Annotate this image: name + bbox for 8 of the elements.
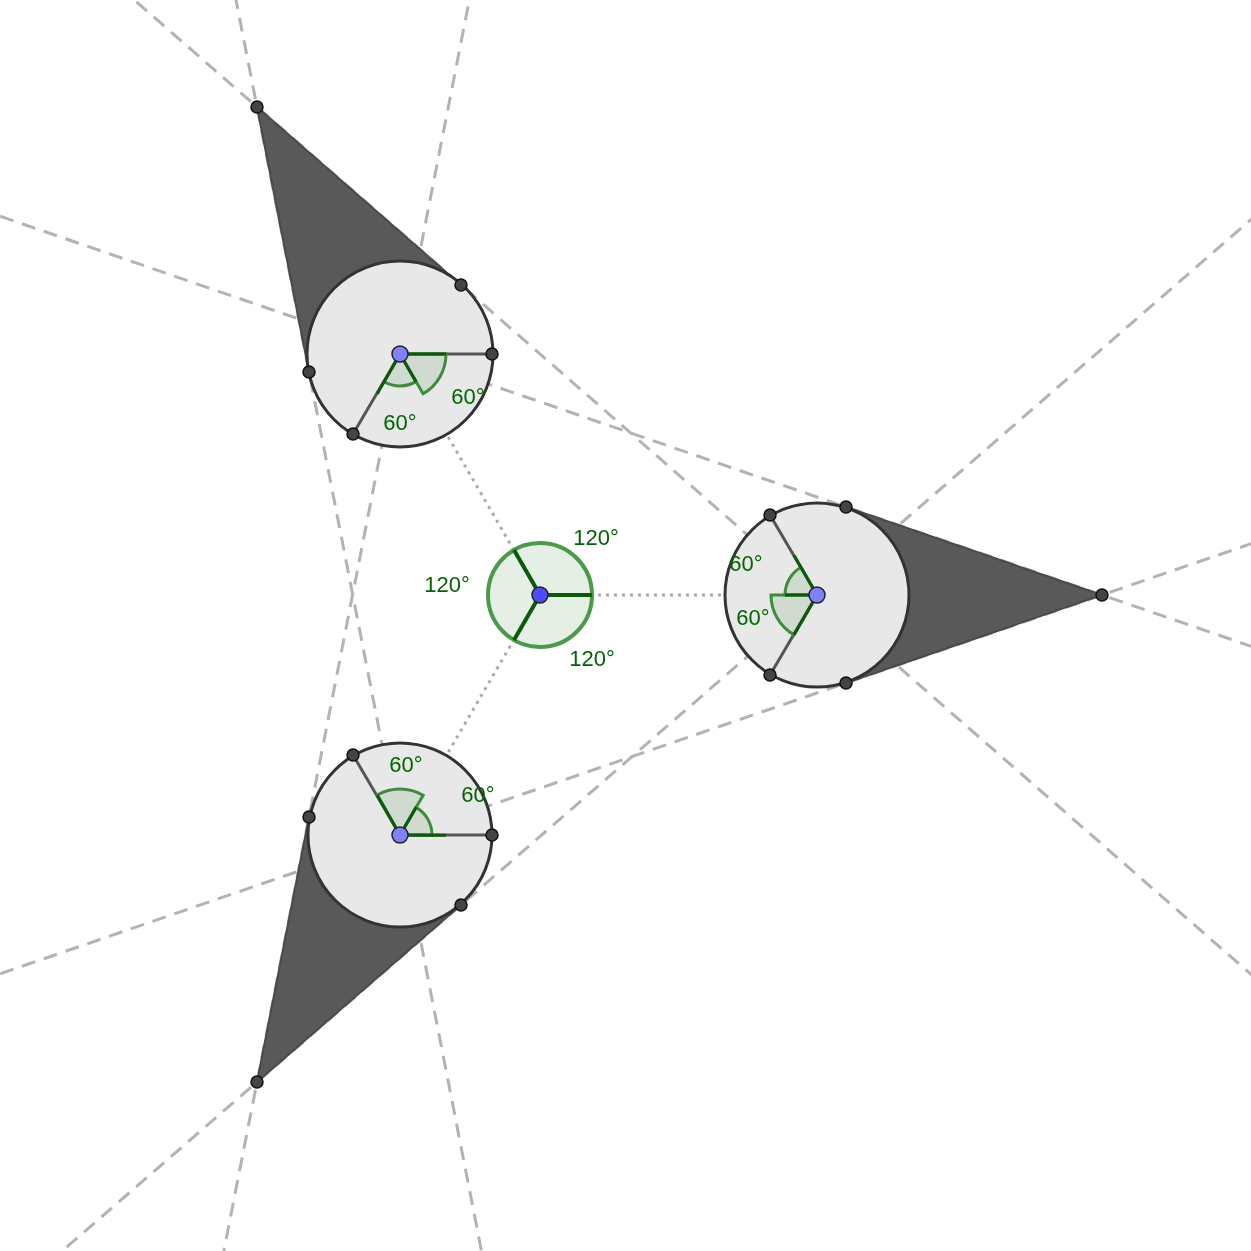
- angle-label: 60°: [383, 412, 417, 434]
- angle-label: 120°: [573, 527, 619, 549]
- angle-label: 60°: [451, 386, 485, 408]
- angle-label: 60°: [736, 607, 770, 629]
- angle-label: 60°: [389, 754, 423, 776]
- angle-label: 120°: [424, 574, 470, 596]
- angle-label: 60°: [729, 553, 763, 575]
- angle-label: 120°: [569, 648, 615, 670]
